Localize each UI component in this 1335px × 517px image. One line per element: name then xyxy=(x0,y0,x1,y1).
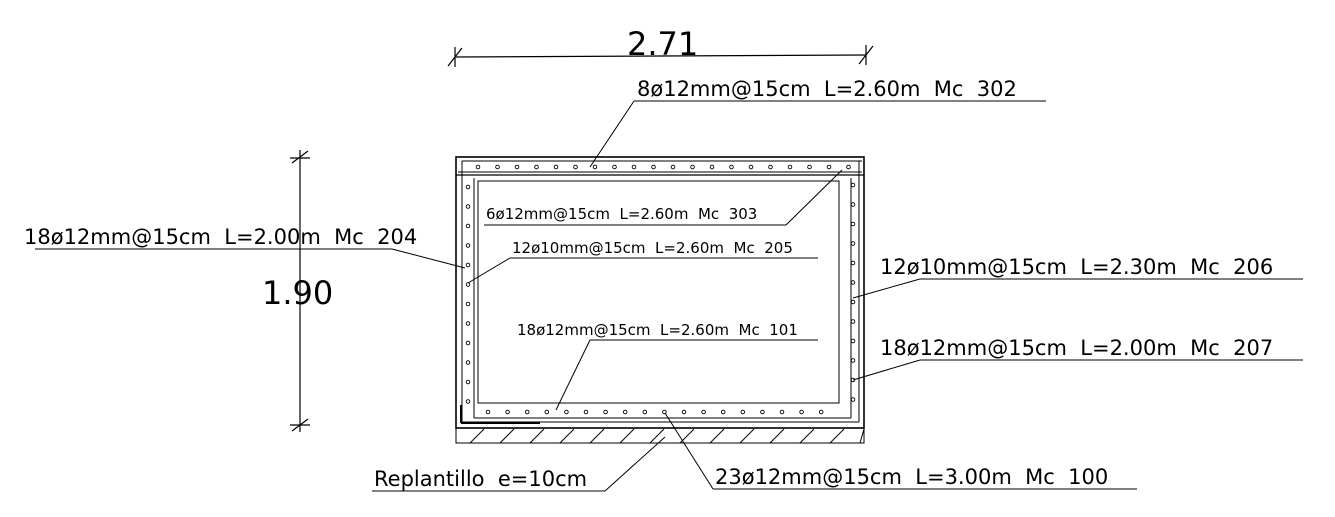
rebar-dot-right xyxy=(850,319,856,324)
rebar-dot-top xyxy=(631,164,637,170)
hatch-line xyxy=(649,428,665,444)
rebar-dot-top xyxy=(826,164,832,170)
replantillo-hatch xyxy=(455,427,865,444)
height-dimension xyxy=(290,150,310,432)
rebar-dot-bottom xyxy=(740,409,746,415)
rebar-dot-right xyxy=(850,202,856,207)
rebar-dot-right xyxy=(850,241,856,246)
label-mc101: 18ø12mm@15cm L=2.60m Mc 101 xyxy=(517,321,798,339)
rebar-dot-right xyxy=(850,260,856,266)
width-dimension-label: 2.71 xyxy=(627,25,698,63)
rebar-dot-top xyxy=(690,164,695,170)
hatch-line xyxy=(559,428,575,444)
rebar-dot-right xyxy=(850,358,856,363)
label-mc205: 12ø10mm@15cm L=2.60m Mc 205 xyxy=(512,239,793,257)
rebar-dot-top xyxy=(670,164,676,170)
rebar-dot-top xyxy=(495,164,500,170)
rebar-dot-top xyxy=(553,164,559,170)
label-mc207: 18ø12mm@15cm L=2.00m Mc 207 xyxy=(880,336,1273,360)
label-mc204: 18ø12mm@15cm L=2.00m Mc 204 xyxy=(24,225,417,249)
rebar-dot-top xyxy=(592,164,598,170)
rebar-dot-right xyxy=(850,377,856,383)
label-mc303: 6ø12mm@15cm L=2.60m Mc 303 xyxy=(486,205,757,223)
rebar-dot-left xyxy=(465,243,471,248)
label-replantillo: Replantillo e=10cm xyxy=(374,467,587,491)
rebar-dot-right xyxy=(850,299,856,305)
rebar-dot-top xyxy=(787,164,793,170)
hatch-line xyxy=(769,428,785,444)
rebar-dot-top xyxy=(651,164,656,170)
rebar-dot-bottom xyxy=(505,409,510,415)
rebar-dot-bottom xyxy=(720,409,726,415)
rebar-dot-left xyxy=(465,340,471,346)
rebar-dot-right xyxy=(850,221,856,227)
rebar-dot-left xyxy=(465,301,471,307)
rebar-dot-right xyxy=(850,280,856,285)
rebar-dot-left xyxy=(465,184,471,190)
rebar-dot-bottom xyxy=(701,409,706,415)
label-mc206: 12ø10mm@15cm L=2.30m Mc 206 xyxy=(880,255,1273,279)
rebar-dot-top xyxy=(475,164,481,170)
label-mc302: 8ø12mm@15cm L=2.60m Mc 302 xyxy=(637,77,1017,101)
rebar-bars xyxy=(465,164,856,415)
hatch-line xyxy=(859,428,865,444)
rebar-dot-top xyxy=(514,164,520,170)
rebar-dot-bottom xyxy=(485,409,491,415)
rebar-dot-bottom xyxy=(603,409,608,415)
rebar-dot-top xyxy=(807,164,812,170)
rebar-dot-bottom xyxy=(779,409,785,415)
rebar-dot-top xyxy=(748,164,754,170)
rebar-dot-left xyxy=(465,282,471,287)
rebar-dot-left xyxy=(465,379,471,385)
rebar-dot-left xyxy=(465,204,471,209)
hatch-line xyxy=(739,428,755,444)
rebar-dot-left xyxy=(465,262,471,268)
rebar-dot-bottom xyxy=(760,409,765,415)
rebar-dot-bottom xyxy=(544,409,550,415)
width-dimension xyxy=(447,45,874,67)
rebar-dot-left xyxy=(465,223,471,229)
rebar-dot-bottom xyxy=(564,409,569,415)
hatch-line xyxy=(499,428,515,444)
leader-lines xyxy=(35,100,1303,492)
hatch-line xyxy=(469,428,485,444)
rebar-dot-top xyxy=(729,164,734,170)
rebar-dot-top xyxy=(612,164,617,170)
hatch-line xyxy=(829,428,845,444)
rebar-dot-right xyxy=(850,397,856,402)
hatch-line xyxy=(619,428,635,444)
section-outline xyxy=(455,156,865,429)
rebar-dot-bottom xyxy=(642,409,648,415)
rebar-dot-bottom xyxy=(583,409,589,415)
label-mc100: 23ø12mm@15cm L=3.00m Mc 100 xyxy=(715,465,1108,489)
rebar-dot-bottom xyxy=(681,409,687,415)
hatch-line xyxy=(589,428,605,444)
hatch-line xyxy=(799,428,815,444)
hatch-line xyxy=(709,428,725,444)
rebar-dot-bottom xyxy=(818,409,824,415)
rebar-dot-top xyxy=(573,164,578,170)
rebar-dot-top xyxy=(534,164,539,170)
rebar-dot-left xyxy=(465,360,471,365)
rebar-dot-right xyxy=(850,182,856,188)
rebar-dot-left xyxy=(465,321,471,326)
rebar-dot-top xyxy=(768,164,773,170)
rebar-dot-bottom xyxy=(799,409,804,415)
rebar-dot-left xyxy=(465,399,471,404)
rebar-dot-right xyxy=(850,338,856,344)
rebar-dot-top xyxy=(846,164,851,170)
rebar-dot-bottom xyxy=(662,409,667,415)
hatch-line xyxy=(529,428,545,444)
rebar-dot-bottom xyxy=(524,409,530,415)
rebar-dot-bottom xyxy=(622,409,628,415)
height-dimension-label: 1.90 xyxy=(262,274,333,312)
rebar-dot-top xyxy=(709,164,715,170)
